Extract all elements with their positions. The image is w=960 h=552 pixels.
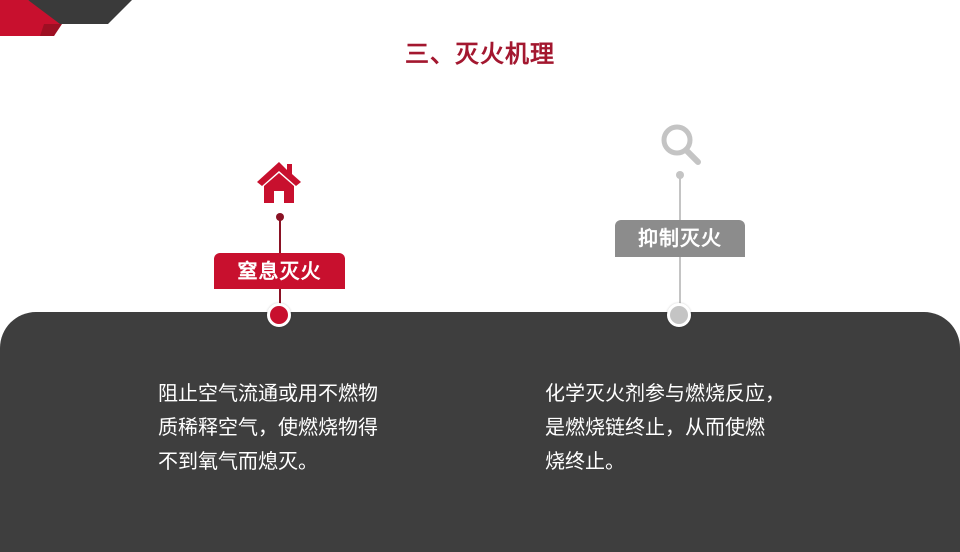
content-panel xyxy=(0,312,960,552)
house-icon xyxy=(257,162,301,203)
search-icon xyxy=(661,124,701,165)
method-label-suffocation: 窒息灭火 xyxy=(214,253,345,289)
description-line: 是燃烧链终止，从而使燃 xyxy=(545,415,765,439)
description-line: 阻止空气流通或用不燃物 xyxy=(158,381,378,405)
connector-dot xyxy=(276,213,284,221)
method-description-suffocation: 阻止空气流通或用不燃物 质稀释空气，使燃烧物得 不到氧气而熄灭。 xyxy=(158,376,458,478)
corner-decoration xyxy=(0,0,132,36)
method-description-inhibition: 化学灭火剂参与燃烧反应， 是燃烧链终止，从而使燃 烧终止。 xyxy=(545,376,845,478)
timeline-node-red xyxy=(267,303,291,327)
page-title: 三、灭火机理 xyxy=(405,40,555,68)
description-line: 化学灭火剂参与燃烧反应， xyxy=(545,381,785,405)
description-line: 不到氧气而熄灭。 xyxy=(158,449,318,473)
description-line: 烧终止。 xyxy=(545,449,625,473)
connector-dot xyxy=(676,171,684,179)
timeline-node-gray xyxy=(667,303,691,327)
description-line: 质稀释空气，使燃烧物得 xyxy=(158,415,378,439)
method-label-inhibition: 抑制灭火 xyxy=(615,220,745,257)
